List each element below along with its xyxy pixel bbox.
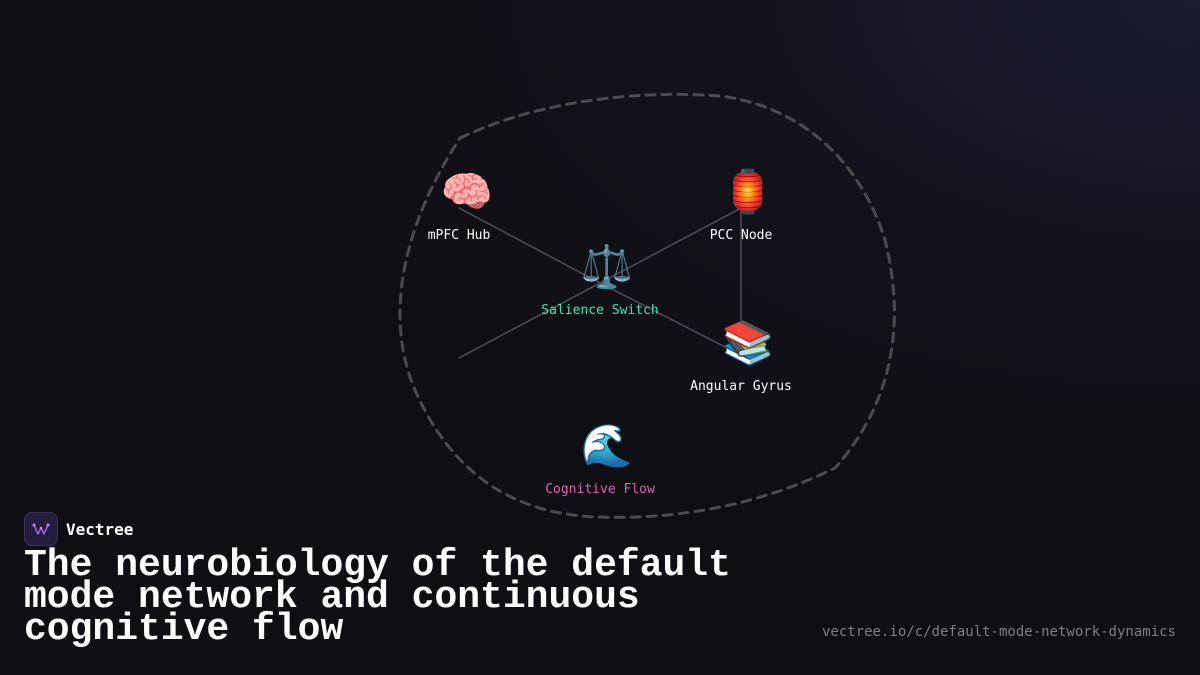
books-icon: 📚 xyxy=(721,318,775,367)
node-label-pcc: PCC Node xyxy=(709,228,773,243)
lantern-icon: 🏮 xyxy=(721,167,775,216)
node-label-angular: Angular Gyrus xyxy=(690,379,792,394)
network-boundary xyxy=(398,92,896,519)
page-title: The neurobiology of the default mode net… xyxy=(24,544,731,651)
brand[interactable]: Vectree xyxy=(24,512,133,546)
node-label-mpfc: mPFC Hub xyxy=(427,228,491,243)
node-label-flow: Cognitive Flow xyxy=(545,482,655,497)
wave-icon: 🌊 xyxy=(580,421,634,470)
edge-salience-open-end xyxy=(458,282,601,359)
balance-scale-icon: ⚖️ xyxy=(580,242,634,291)
edge-salience-pcc xyxy=(599,207,742,284)
vectree-logo-icon xyxy=(24,512,58,546)
edge-mpfc-salience xyxy=(458,207,601,284)
node-label-salience: Salience Switch xyxy=(541,303,659,318)
brand-name: Vectree xyxy=(66,519,134,539)
page-url[interactable]: vectree.io/c/default-mode-network-dynami… xyxy=(821,624,1176,640)
edge-salience-angular xyxy=(599,282,742,356)
brain-icon: 🧠 xyxy=(440,167,494,216)
